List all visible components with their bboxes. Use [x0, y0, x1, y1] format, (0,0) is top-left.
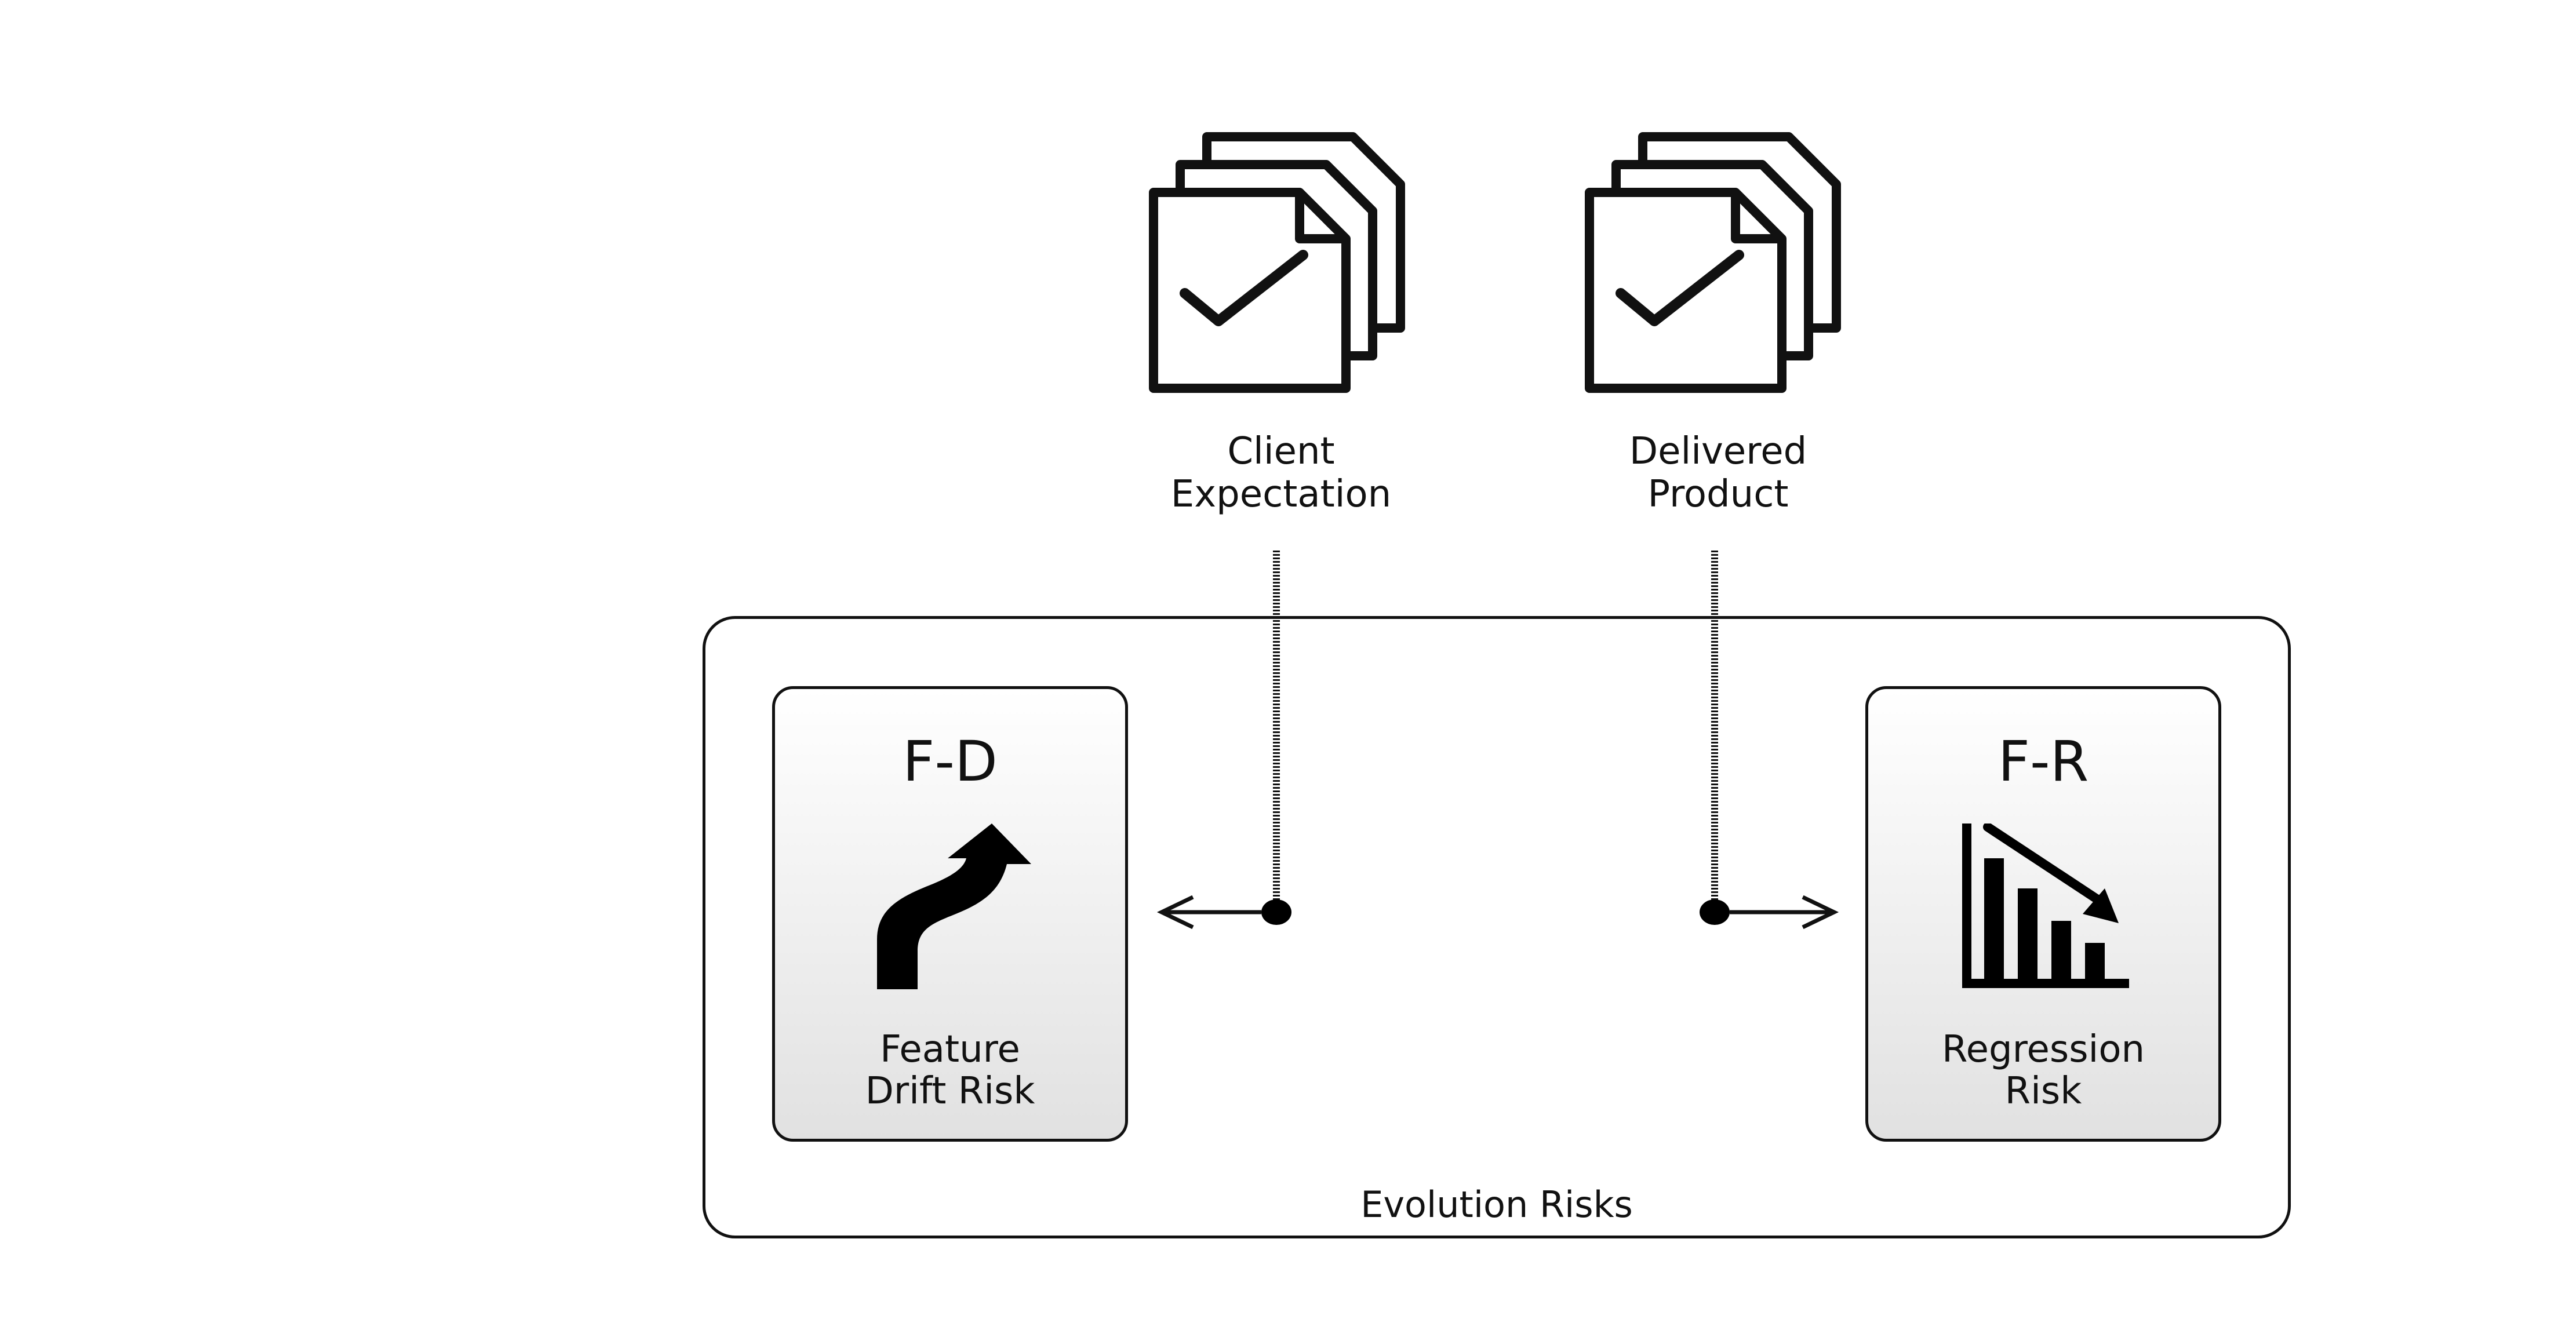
card-code: F-R — [1998, 729, 2089, 794]
client-expectation-documents — [1149, 132, 1416, 401]
declining-bar-chart-icon — [1961, 822, 2135, 994]
delivered-product-documents — [1585, 132, 1851, 401]
delivered-product-label-line2: Product — [1647, 473, 1789, 516]
client-expectation-connector — [1156, 551, 1291, 930]
feature-drift-risk-card: F-D Feature Drift Risk — [772, 686, 1128, 1142]
card-name-line1: Feature — [880, 1028, 1020, 1071]
client-expectation-label-line2: Expectation — [1170, 473, 1392, 516]
card-name-line2: Risk — [2004, 1070, 2082, 1113]
document-stack-icon — [1149, 132, 1405, 393]
delivered-product-label: Delivered Product — [1544, 430, 1892, 516]
card-name-line1: Regression — [1941, 1028, 2145, 1071]
card-code: F-D — [903, 729, 998, 794]
client-expectation-label: Client Expectation — [1107, 430, 1455, 516]
evolution-risks-container — [703, 616, 2291, 1238]
delivered-product-connector — [1700, 551, 1839, 930]
curved-up-arrow-icon — [868, 823, 1036, 994]
regression-risk-card: F-R Regression Risk — [1865, 686, 2221, 1142]
card-name: Regression Risk — [1868, 1029, 2218, 1112]
card-name-line2: Drift Risk — [865, 1070, 1035, 1113]
card-name: Feature Drift Risk — [775, 1029, 1125, 1112]
delivered-product-label-line1: Delivered — [1629, 430, 1807, 473]
evolution-risks-label: Evolution Risks — [1360, 1183, 1633, 1226]
client-expectation-label-line1: Client — [1227, 430, 1335, 473]
document-stack-icon — [1585, 132, 1841, 393]
